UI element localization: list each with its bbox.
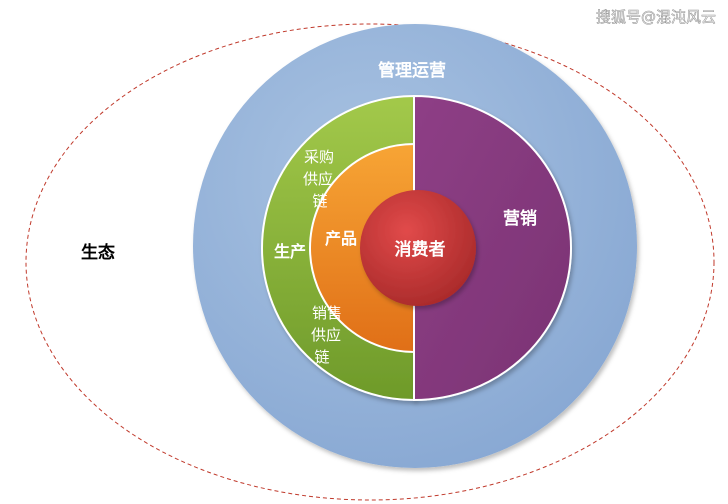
- procurement-chain-line-3: 链: [312, 192, 327, 210]
- management-label: 管理运营: [378, 60, 446, 81]
- watermark: 搜狐号@混沌风云: [596, 8, 716, 26]
- ecosystem-boundary: [25, 23, 715, 501]
- sales-chain-line-3: 链: [314, 348, 329, 366]
- procurement-chain-line-2: 供应: [303, 170, 333, 188]
- marketing-label: 营销: [503, 208, 537, 229]
- marketing-half-circle: [413, 94, 572, 402]
- sales-chain-line-2: 供应: [311, 326, 341, 344]
- production-label: 生产: [274, 242, 306, 261]
- consumer-core: [360, 190, 476, 306]
- ecosystem-label: 生态: [81, 242, 115, 263]
- product-label: 产品: [325, 229, 357, 248]
- consumer-label: 消费者: [395, 239, 446, 260]
- procurement-chain-line-1: 采购: [304, 148, 334, 166]
- sales-chain-line-1: 销售: [312, 304, 342, 322]
